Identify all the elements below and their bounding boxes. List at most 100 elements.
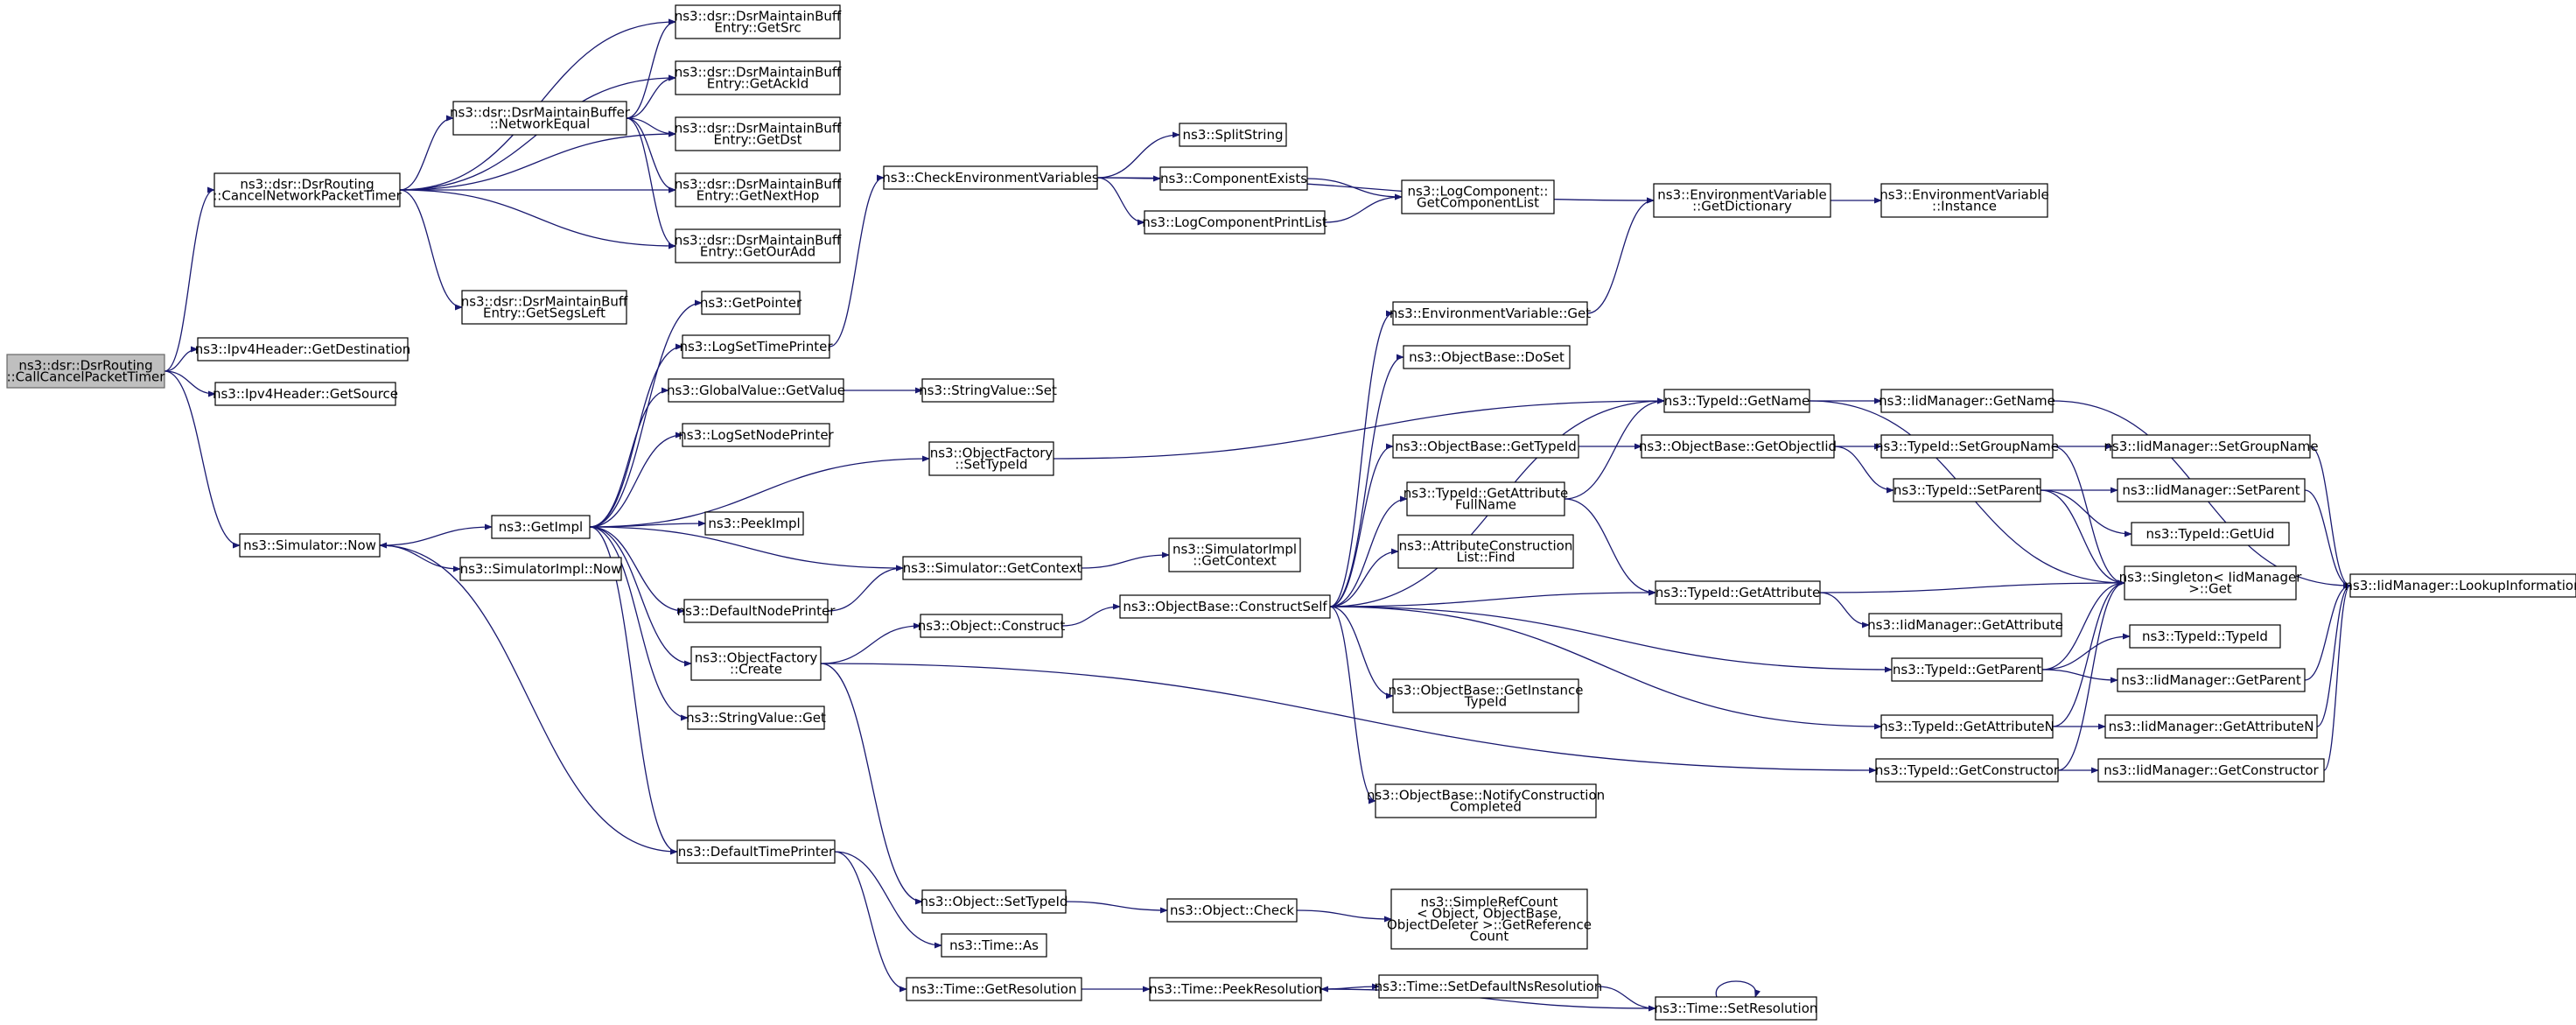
edge-path [589,432,683,528]
node-simimplgetctx[interactable]: ns3::SimulatorImpl::GetContext [1168,537,1301,572]
edge-path [1053,397,1665,460]
node-gvgetvalue[interactable]: ns3::GlobalValue::GetValue [667,378,845,403]
node-checkenv[interactable]: ns3::CheckEnvironmentVariables [882,165,1099,190]
node-tidgetattrn[interactable]: ns3::TypeId::GetAttributeN [1880,714,2054,739]
node-box [1891,657,2043,682]
node-compexists[interactable]: ns3::ComponentExists [1159,166,1308,191]
call-edge-logsettime-to-checkenv [829,174,885,348]
node-neteq[interactable]: ns3::dsr::DsrMaintainBuffer::NetworkEqua… [450,101,631,136]
edge-path [2040,489,2125,586]
node-label-line: ns3::LogComponentPrintList [1142,214,1327,230]
node-constructself[interactable]: ns3::ObjectBase::ConstructSelf [1119,594,1331,619]
node-simimplnow[interactable]: ns3::SimulatorImpl::Now [459,557,622,581]
node-getimpl[interactable]: ns3::GetImpl [491,515,591,539]
node-box [1392,678,1579,713]
node-ipv4src[interactable]: ns3::Ipv4Header::GetSource [213,382,398,406]
node-tidtypeid[interactable]: ns3::TypeId::TypeId [2129,624,2281,649]
node-getouradd[interactable]: ns3::dsr::DsrMaintainBuffEntry::GetOurAd… [675,228,842,263]
edge-path [1329,443,1394,607]
node-iidgetattr[interactable]: ns3::IidManager::GetAttribute [1867,613,2063,637]
node-label-line: ns3::SimpleRefCount [1421,895,1558,910]
node-timesetres[interactable]: ns3::Time::SetResolution [1655,996,1818,1021]
node-obnotify[interactable]: ns3::ObjectBase::NotifyConstructionCompl… [1367,783,1605,818]
node-getsegsleft[interactable]: ns3::dsr::DsrMaintainBuffEntry::GetSegsL… [461,290,628,325]
node-getpointer[interactable]: ns3::GetPointer [700,291,802,315]
node-splitstring[interactable]: ns3::SplitString [1179,123,1287,147]
node-label-line: ::GetDictionary [1692,199,1792,214]
node-label-line: ns3::TypeId::TypeId [2142,628,2268,644]
node-singleton[interactable]: ns3::Singleton< IidManager >::Get [2119,565,2303,600]
node-box [1397,534,1574,569]
node-logsettime[interactable]: ns3::LogSetTimePrinter [679,334,833,359]
node-iidlookup[interactable]: ns3::IidManager::LookupInformation [2344,573,2576,598]
node-simnow[interactable]: ns3::Simulator::Now [239,533,381,558]
node-tidgetattr[interactable]: ns3::TypeId::GetAttribute [1655,580,1821,605]
node-iidgetattrn[interactable]: ns3::IidManager::GetAttributeN [2104,714,2318,739]
edge-path [1329,548,1399,607]
node-timesetdefns[interactable]: ns3::Time::SetDefaultNsResolution [1375,974,1603,999]
node-label-line: ns3::ObjectBase::GetInstance [1389,683,1584,699]
node-timegetres[interactable]: ns3::Time::GetResolution [906,977,1082,1001]
node-objsettypeid[interactable]: ns3::Object::SetTypeId [920,889,1068,914]
node-box [906,977,1082,1001]
node-label-line: ns3::Ipv4Header::GetDestination [195,341,411,357]
node-root[interactable]: ns3::dsr::DsrRouting::CallCancelPacketTi… [6,354,166,389]
node-iidsetparent[interactable]: ns3::IidManager::SetParent [2117,478,2306,502]
node-cancel[interactable]: ns3::dsr::DsrRouting::CancelNetworkPacke… [213,172,402,207]
node-envinstance[interactable]: ns3::EnvironmentVariable::Instance [1880,183,2049,218]
node-simplerefcount[interactable]: ns3::SimpleRefCount< Object, ObjectBase,… [1387,888,1592,950]
node-box [1179,123,1287,147]
node-logsetnode[interactable]: ns3::LogSetNodePrinter [678,423,835,447]
node-ofcreate[interactable]: ns3::ObjectFactory::Create [690,646,822,681]
node-logcompprint[interactable]: ns3::LogComponentPrintList [1142,210,1327,235]
node-svget[interactable]: ns3::StringValue::Get [686,706,826,730]
node-envgetdict[interactable]: ns3::EnvironmentVariable::GetDictionary [1653,183,1831,218]
node-getnexthop[interactable]: ns3::dsr::DsrMaintainBuffEntry::GetNextH… [675,172,842,207]
node-tidgetname[interactable]: ns3::TypeId::GetName [1663,389,1810,413]
node-box [704,511,804,536]
node-simgetctx[interactable]: ns3::Simulator::GetContext [902,556,1082,580]
node-tidgetuid[interactable]: ns3::TypeId::GetUid [2131,522,2290,546]
node-obgetobjtid[interactable]: ns3::ObjectBase::GetObjectIid [1639,434,1837,459]
node-peekimpl[interactable]: ns3::PeekImpl [704,511,804,536]
node-envget[interactable]: ns3::EnvironmentVariable::Get [1390,301,1591,326]
node-timeas[interactable]: ns3::Time::As [941,933,1047,958]
node-getcomplist[interactable]: ns3::LogComponent::GetComponentList [1401,179,1555,214]
node-ofsettypeid[interactable]: ns3::ObjectFactory::SetTypeId [928,441,1054,476]
node-iidgetname[interactable]: ns3::IidManager::GetName [1879,389,2055,413]
node-deftimeprinter[interactable]: ns3::DefaultTimePrinter [676,839,836,864]
node-obdoset[interactable]: ns3::ObjectBase::DoSet [1403,345,1571,369]
node-objconstruct[interactable]: ns3::Object::Construct [918,614,1066,638]
node-tidsetparent[interactable]: ns3::TypeId::SetParent [1893,478,2041,502]
node-timepeekres[interactable]: ns3::Time::PeekResolution [1149,977,1322,1001]
node-tidgetparent[interactable]: ns3::TypeId::GetParent [1891,657,2043,682]
node-label-line: ::NetworkEqual [490,116,591,132]
edge-path [589,526,678,855]
node-tidsetgroup[interactable]: ns3::TypeId::SetGroupName [1875,434,2059,459]
node-label-line: ns3::Ipv4Header::GetSource [213,386,398,402]
node-objcheck[interactable]: ns3::Object::Check [1166,898,1298,923]
node-label-line: ns3::EnvironmentVariable [1880,187,2048,203]
node-ipv4dest[interactable]: ns3::Ipv4Header::GetDestination [195,337,411,362]
function-nodes: ns3::dsr::DsrRouting::CallCancelPacketTi… [6,4,2576,1021]
node-label-line: ns3::IidManager::GetName [1879,393,2055,409]
node-iidsetgroup[interactable]: ns3::IidManager::SetGroupName [2104,434,2319,459]
node-obgettypeid[interactable]: ns3::ObjectBase::GetTypeId [1392,434,1579,459]
node-box [682,334,830,359]
call-edge-cancel-to-getsegsleft [399,189,463,311]
node-box [491,515,591,539]
node-iidgetctor[interactable]: ns3::IidManager::GetConstructor [2097,758,2325,783]
node-box [675,4,841,39]
node-defnodeprinter[interactable]: ns3::DefaultNodePrinter [677,599,836,623]
node-label-line: ns3::TypeId::GetAttribute [1404,486,1568,502]
node-svset[interactable]: ns3::StringValue::Set [919,378,1057,403]
node-iidgetparent[interactable]: ns3::IidManager::GetParent [2117,668,2306,692]
node-tidgetctor[interactable]: ns3::TypeId::GetConstructor [1875,758,2060,783]
call-edges [164,18,2351,1012]
